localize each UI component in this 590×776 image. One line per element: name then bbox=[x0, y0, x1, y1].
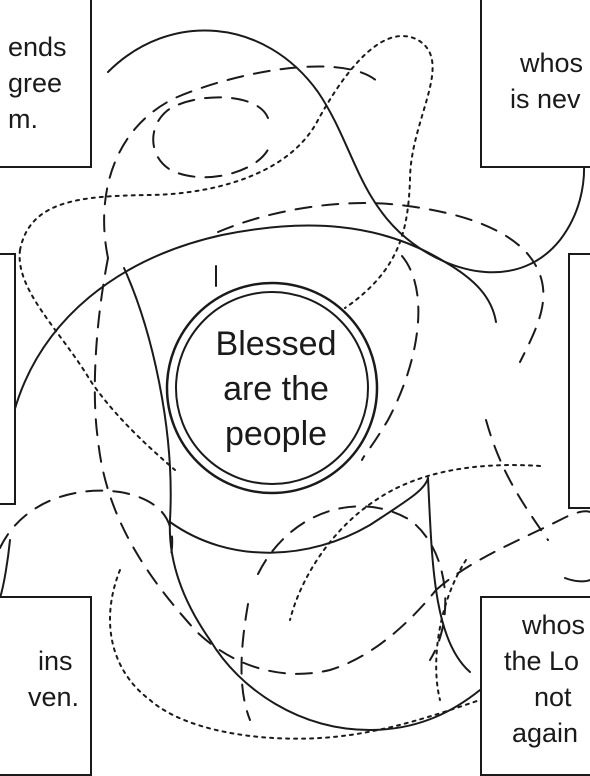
box-right-middle bbox=[568, 253, 590, 509]
box-top-left-line3: m. bbox=[8, 102, 38, 136]
box-top-right-line1: whos bbox=[520, 46, 583, 80]
box-top-right-line2: is nev bbox=[510, 82, 581, 116]
solid-path-right-branch bbox=[428, 478, 470, 672]
center-text-line2: are the bbox=[223, 370, 329, 408]
center-medallion: Blessed are the people bbox=[167, 283, 377, 493]
box-bottom-right-line4: again bbox=[512, 716, 578, 750]
dotted-path-right-down bbox=[436, 560, 466, 700]
center-text-line3: people bbox=[225, 415, 327, 453]
solid-path-left-edge bbox=[0, 540, 10, 598]
dashed-path-top-loop bbox=[104, 66, 378, 258]
box-bottom-right: whos the Lo not again bbox=[480, 596, 590, 776]
box-top-left-line2: gree bbox=[8, 66, 62, 100]
box-bottom-right-line2: the Lo bbox=[504, 644, 579, 678]
box-bottom-right-line1: whos bbox=[522, 608, 585, 642]
dashed-path-bottom-left bbox=[242, 604, 251, 720]
dotted-path-left-loop bbox=[20, 250, 175, 470]
center-text-line1: Blessed bbox=[216, 325, 337, 363]
box-bottom-right-line3: not bbox=[534, 680, 572, 714]
box-top-left: ends gree m. bbox=[0, 0, 92, 168]
box-top-right: whos is nev bbox=[480, 0, 590, 168]
dashed-path-bottom-loop bbox=[258, 506, 445, 660]
dashed-path-inner-loop bbox=[153, 97, 270, 177]
box-left-middle bbox=[0, 253, 16, 505]
solid-path-right-small bbox=[565, 578, 590, 581]
dashed-path-lower-arc bbox=[0, 491, 172, 560]
box-bottom-left-line1: ins bbox=[38, 644, 73, 678]
dashed-path-right-edge bbox=[486, 420, 548, 540]
box-top-left-line1: ends bbox=[8, 30, 67, 64]
box-bottom-left-line2: ven. bbox=[28, 680, 79, 714]
box-bottom-left: ins ven. bbox=[0, 596, 92, 776]
